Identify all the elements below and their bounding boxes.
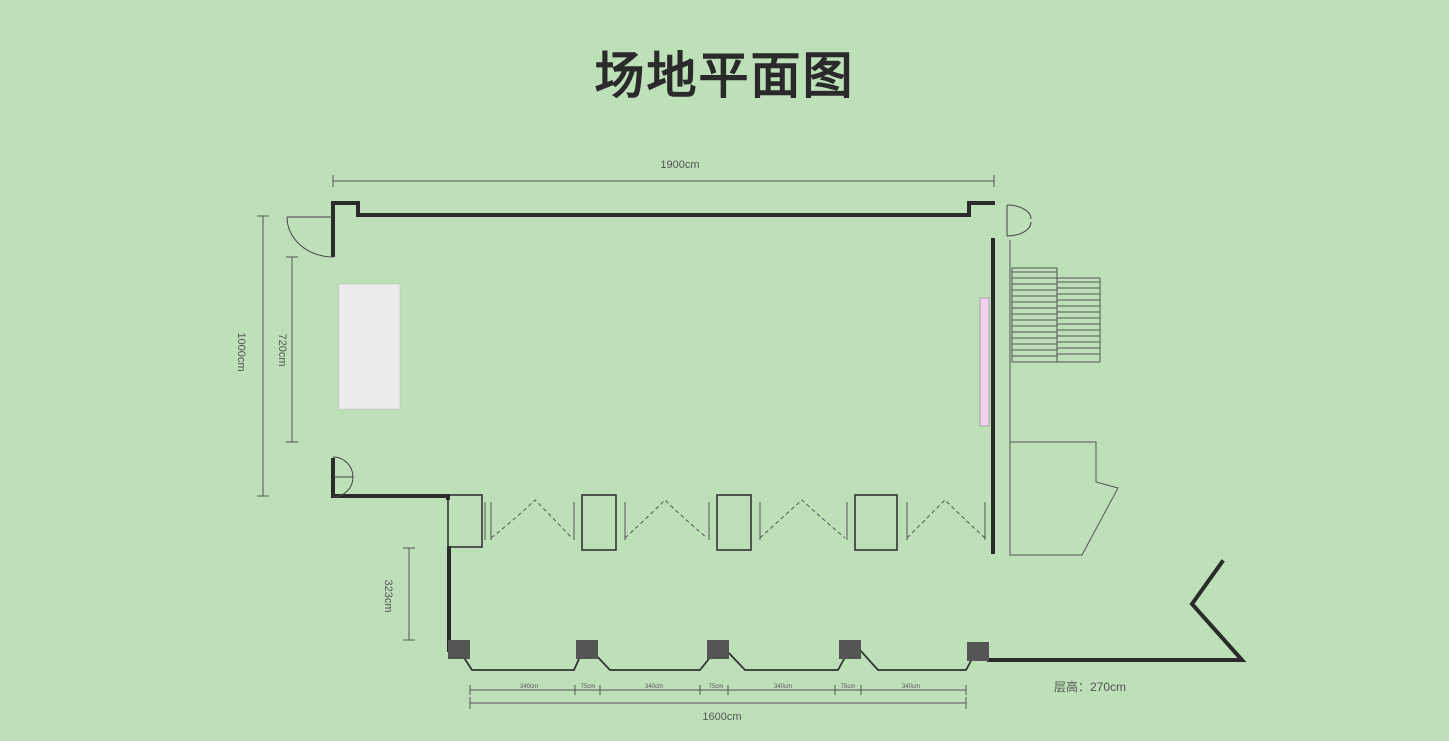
folding-partition (906, 499, 986, 539)
segment-label: 340cm (645, 684, 663, 690)
dimension-left-height: 1000cm (235, 215, 269, 497)
room-walls (331, 201, 995, 652)
pillar (573, 494, 626, 551)
dimension-bottom-segments: 340cm 75cm 340cm 75cm 340cm 75cm 340cm (469, 684, 967, 695)
dimension-label-lower-height: 323cm (382, 579, 394, 612)
door-left-side (332, 456, 354, 498)
dimension-bottom-width: 1600cm (469, 697, 967, 723)
wall-panel (979, 297, 990, 427)
column-block (576, 640, 598, 659)
dimension-label-top-width: 1900cm (660, 159, 699, 171)
column-block (839, 640, 861, 659)
dimension-inner-height: 720cm (276, 256, 298, 443)
segment-label: 75cm (709, 684, 724, 690)
pillar-row (447, 494, 986, 551)
door-top-left (286, 216, 334, 258)
dimension-label-inner-height: 720cm (276, 333, 288, 366)
folding-partition (759, 499, 846, 539)
dimension-label-bottom-width: 1600cm (702, 711, 741, 723)
ceiling-height-label: 层高：270cm (1054, 679, 1126, 694)
pillar (447, 494, 492, 548)
dimension-label-left-height: 1000cm (235, 332, 247, 371)
segment-label: 75cm (841, 684, 856, 690)
pillar (846, 494, 908, 551)
staircase (1009, 240, 1119, 556)
stage-screen (338, 283, 401, 410)
folding-partition (490, 499, 573, 539)
door-top-right (1006, 204, 1032, 237)
segment-label: 340cm (902, 684, 920, 690)
column-block (707, 640, 729, 659)
segment-label: 340cm (520, 684, 538, 690)
bottom-wall (448, 559, 1247, 671)
folding-partition (624, 499, 708, 539)
segment-label: 75cm (581, 684, 596, 690)
column-block (967, 642, 989, 661)
segment-label: 340cm (774, 684, 792, 690)
dimension-top-width: 1900cm (332, 159, 995, 187)
floor-plan-title: 场地平面图 (594, 47, 855, 105)
dimension-lower-height: 323cm (382, 547, 415, 641)
column-block (448, 640, 470, 659)
pillar (708, 494, 761, 551)
